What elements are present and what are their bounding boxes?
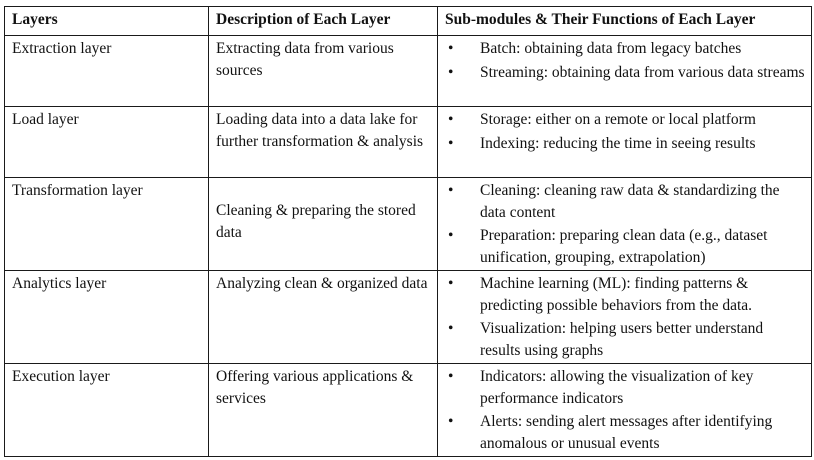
submodule-item: • Streaming: obtaining data from various … <box>445 62 805 84</box>
submodule-text: Cleaning: cleaning raw data & standardiz… <box>480 182 780 221</box>
submodule-text: Machine learning (ML): finding patterns … <box>480 275 753 314</box>
bullet-icon: • <box>448 134 454 152</box>
submodule-text: Indicators: allowing the visualization o… <box>480 368 754 407</box>
submodule-cell: • Machine learning (ML): finding patterns… <box>437 270 812 364</box>
bullet-icon: • <box>448 40 454 57</box>
submodule-text: Indexing: reducing the time in seeing re… <box>480 134 756 152</box>
bullet-icon: • <box>448 320 454 337</box>
layer-description: Analyzing clean & organized data <box>208 270 438 364</box>
submodule-text: Alerts: sending alert messages after ide… <box>480 413 773 452</box>
submodule-list: • Indicators: allowing the visualization … <box>445 366 805 454</box>
table-row: Load layer Loading data into a data lake… <box>4 106 812 178</box>
header-row: Layers Description of Each Layer Sub-mod… <box>4 6 812 36</box>
table-row: Analytics layer Analyzing clean & organi… <box>4 270 812 364</box>
layer-description: Offering various applications & services <box>208 363 438 457</box>
bullet-icon: • <box>448 368 454 385</box>
submodule-item: • Alerts: sending alert messages after id… <box>445 411 805 454</box>
submodule-cell: • Batch: obtaining data from legacy batch… <box>437 35 812 107</box>
layer-description: Cleaning & preparing the stored data <box>208 177 438 271</box>
submodule-list: • Machine learning (ML): finding patterns… <box>445 273 805 361</box>
header-submodules: Sub-modules & Their Functions of Each La… <box>437 6 812 36</box>
layer-name: Execution layer <box>4 363 209 457</box>
bullet-icon: • <box>448 413 454 430</box>
submodule-item: • Visualization: helping users better und… <box>445 318 805 361</box>
submodule-text: Batch: obtaining data from legacy batche… <box>480 40 742 57</box>
table-row: Execution layer Offering various applica… <box>4 363 812 457</box>
submodule-text: Streaming: obtaining data from various d… <box>480 63 805 81</box>
bullet-icon: • <box>448 227 454 244</box>
submodule-list: • Cleaning: cleaning raw data & standardi… <box>445 180 805 268</box>
submodule-item: • Storage: either on a remote or local pl… <box>445 109 805 131</box>
bullet-icon: • <box>448 63 454 81</box>
table-row: Transformation layer Cleaning & preparin… <box>4 177 812 271</box>
layer-name: Analytics layer <box>4 270 209 364</box>
layer-name: Load layer <box>4 106 209 178</box>
submodule-item: • Machine learning (ML): finding patterns… <box>445 273 805 316</box>
submodule-item: • Batch: obtaining data from legacy batch… <box>445 38 805 60</box>
bullet-icon: • <box>448 111 454 128</box>
header-layers: Layers <box>4 6 209 36</box>
submodule-item: • Preparation: preparing clean data (e.g.… <box>445 225 805 268</box>
header-description: Description of Each Layer <box>208 6 438 36</box>
submodule-list: • Storage: either on a remote or local pl… <box>445 109 805 154</box>
submodule-text: Storage: either on a remote or local pla… <box>480 111 756 128</box>
submodule-item: • Indicators: allowing the visualization … <box>445 366 805 409</box>
submodule-list: • Batch: obtaining data from legacy batch… <box>445 38 805 83</box>
bullet-icon: • <box>448 275 454 292</box>
submodule-item: • Cleaning: cleaning raw data & standardi… <box>445 180 805 223</box>
layer-name: Transformation layer <box>4 177 209 271</box>
submodule-text: Preparation: preparing clean data (e.g.,… <box>480 227 768 266</box>
layers-table: Layers Description of Each Layer Sub-mod… <box>4 6 812 457</box>
submodule-text: Visualization: helping users better unde… <box>480 320 764 359</box>
submodule-item: • Indexing: reducing the time in seeing r… <box>445 133 805 155</box>
submodule-cell: • Indicators: allowing the visualization … <box>437 363 812 457</box>
layer-description: Loading data into a data lake for furthe… <box>208 106 438 178</box>
layer-description: Extracting data from various sources <box>208 35 438 107</box>
submodule-cell: • Storage: either on a remote or local pl… <box>437 106 812 178</box>
bullet-icon: • <box>448 182 454 199</box>
table-row: Extraction layer Extracting data from va… <box>4 35 812 107</box>
submodule-cell: • Cleaning: cleaning raw data & standardi… <box>437 177 812 271</box>
layer-name: Extraction layer <box>4 35 209 107</box>
